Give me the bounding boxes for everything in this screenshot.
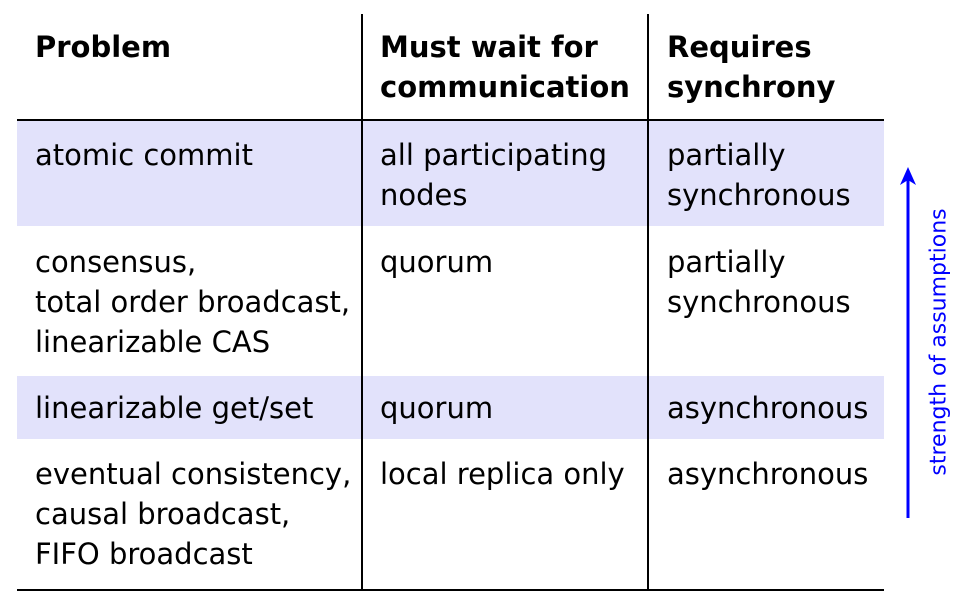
cell-sync: partially synchronous (667, 138, 851, 212)
header-wait: Must wait for communication (380, 30, 630, 104)
cell-sync: partially synchronous (667, 245, 851, 319)
arrow-label: strength of assumptions (926, 208, 952, 476)
cell-sync: asynchronous (667, 457, 869, 491)
table-row: linearizable get/set quorum asynchronous (17, 376, 884, 439)
cell-wait: quorum (380, 391, 494, 425)
cell-problem: consensus, total order broadcast, linear… (35, 245, 351, 359)
table-row: eventual consistency, causal broadcast, … (17, 439, 884, 590)
bottom-rule (17, 589, 884, 591)
cell-wait: quorum (380, 245, 494, 279)
cell-problem: linearizable get/set (35, 391, 314, 425)
column-divider-1 (361, 14, 363, 591)
strength-arrow (900, 167, 916, 518)
comparison-table: Problem Must wait for communication Requ… (17, 0, 884, 591)
cell-wait: local replica only (380, 457, 625, 491)
table-row: consensus, total order broadcast, linear… (17, 226, 884, 376)
cell-problem: eventual consistency, causal broadcast, … (35, 457, 352, 571)
header-problem: Problem (35, 30, 172, 64)
cell-wait: all participating nodes (380, 138, 608, 212)
table-row: atomic commit all participating nodes pa… (17, 121, 884, 226)
cell-problem: atomic commit (35, 138, 253, 172)
header-sync: Requires synchrony (667, 30, 836, 104)
cell-sync: asynchronous (667, 391, 869, 425)
column-divider-2 (647, 14, 649, 591)
header-row: Problem Must wait for communication Requ… (17, 0, 884, 120)
header-divider (17, 119, 884, 121)
arrow-head-icon (900, 167, 916, 185)
